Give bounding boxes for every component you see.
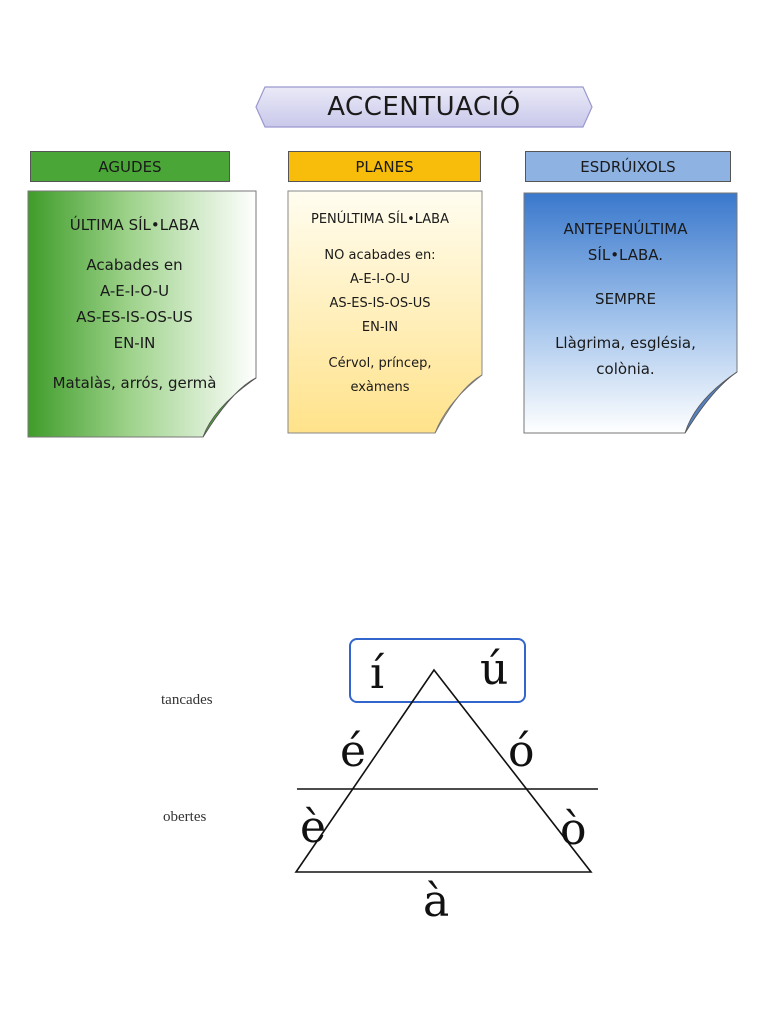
vowel-a-grave: à	[423, 876, 450, 927]
title-banner: ACCENTUACIÓ	[255, 86, 593, 128]
page-title: ACCENTUACIÓ	[327, 92, 521, 122]
header-planes: PLANES	[288, 151, 481, 182]
card-agudes-paper	[27, 190, 257, 438]
closed-vowels-highlight	[349, 638, 526, 703]
card-esdruixols-text: ANTEPENÚLTIMA SÍL•LABA. SEMPRE Llàgrima,…	[523, 216, 728, 382]
agudes-line-6: EN-IN	[113, 334, 156, 352]
esdruixols-line-7: colònia.	[596, 360, 655, 378]
title-banner-shape	[255, 86, 593, 128]
vowel-e-grave: è	[300, 802, 327, 853]
agudes-line-5: AS-ES-IS-OS-US	[76, 308, 193, 326]
header-esdruixols: ESDRÚIXOLS	[525, 151, 731, 182]
card-esdruixols: ANTEPENÚLTIMA SÍL•LABA. SEMPRE Llàgrima,…	[523, 192, 738, 435]
card-agudes: ÚLTIMA SÍL•LABA Acabades en A-E-I-O-U AS…	[27, 190, 257, 440]
planes-line-8: Cérvol, príncep,	[328, 356, 432, 371]
vowel-triangle-diagram: tancades obertes í ú é ó è ò à	[155, 630, 605, 930]
planes-line-5: AS-ES-IS-OS-US	[329, 296, 431, 311]
vowel-o-grave: ò	[560, 804, 587, 855]
vowel-o-acute: ó	[508, 726, 535, 777]
card-planes-paper	[287, 190, 483, 434]
vowel-triangle-lines	[294, 638, 598, 873]
planes-line-9: exàmens	[350, 380, 410, 395]
esdruixols-line-4: SEMPRE	[595, 290, 656, 308]
esdruixols-line-1: ANTEPENÚLTIMA	[563, 220, 688, 238]
vowel-e-acute: é	[340, 726, 367, 777]
planes-line-4: A-E-I-O-U	[350, 272, 410, 287]
agudes-line-3: Acabades en	[86, 256, 183, 274]
planes-line-3: NO acabades en:	[324, 248, 436, 263]
card-agudes-text: ÚLTIMA SÍL•LABA Acabades en A-E-I-O-U AS…	[27, 212, 242, 396]
card-esdruixols-paper	[523, 192, 738, 434]
esdruixols-line-6: Llàgrima, església,	[555, 334, 696, 352]
planes-line-6: EN-IN	[361, 320, 399, 335]
header-agudes: AGUDES	[30, 151, 230, 182]
agudes-line-8: Matalàs, arrós, germà	[52, 374, 217, 392]
vowel-u-acute: ú	[480, 644, 509, 695]
vowel-i-acute: í	[370, 648, 385, 699]
planes-line-1: PENÚLTIMA SÍL•LABA	[310, 212, 449, 227]
card-planes: PENÚLTIMA SÍL•LABA NO acabades en: A-E-I…	[287, 190, 483, 435]
esdruixols-line-2: SÍL•LABA.	[587, 246, 664, 264]
vowel-triangle	[294, 668, 593, 873]
label-tancades: tancades	[161, 692, 213, 708]
card-planes-text: PENÚLTIMA SÍL•LABA NO acabades en: A-E-I…	[287, 208, 473, 400]
label-obertes: obertes	[163, 809, 207, 825]
agudes-line-4: A-E-I-O-U	[99, 282, 170, 300]
agudes-line-1: ÚLTIMA SÍL•LABA	[69, 216, 200, 234]
